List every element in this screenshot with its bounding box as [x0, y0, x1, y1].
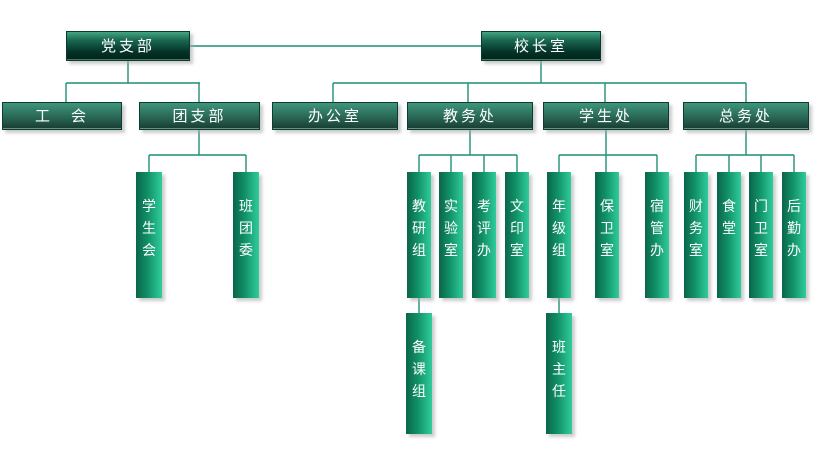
- org-node-laboratory: 实 验 室: [439, 172, 463, 298]
- org-node-teaching-research-group: 教 研 组: [407, 172, 431, 298]
- org-node-principal-office: 校长室: [481, 31, 601, 61]
- org-node-grade-group: 年 级 组: [547, 172, 571, 298]
- org-node-student-affairs: 学生处: [543, 102, 669, 130]
- org-node-gatehouse: 门 卫 室: [749, 172, 773, 298]
- org-node-print-room: 文 印 室: [505, 172, 529, 298]
- org-node-head-teacher: 班 主 任: [546, 313, 572, 434]
- org-node-labor-union: 工 会: [2, 102, 122, 130]
- org-node-evaluation-office: 考 评 办: [472, 172, 496, 298]
- org-node-general-office: 办公室: [272, 102, 398, 130]
- org-node-party-branch: 党支部: [66, 31, 190, 61]
- org-node-academic-affairs: 教务处: [407, 102, 533, 130]
- org-node-youth-league-branch: 团支部: [139, 102, 260, 130]
- org-node-lesson-prep-group: 备 课 组: [406, 313, 432, 434]
- org-node-logistics-office: 后 勤 办: [782, 172, 806, 298]
- org-node-finance-room: 财 务 室: [684, 172, 708, 298]
- org-node-dorm-management-office: 宿 管 办: [645, 172, 669, 298]
- org-node-canteen: 食 堂: [717, 172, 741, 298]
- org-node-student-union: 学 生 会: [136, 172, 162, 298]
- org-node-class-league-committee: 班 团 委: [233, 172, 259, 298]
- org-node-general-services: 总务处: [683, 102, 809, 130]
- org-node-security-room: 保 卫 室: [595, 172, 619, 298]
